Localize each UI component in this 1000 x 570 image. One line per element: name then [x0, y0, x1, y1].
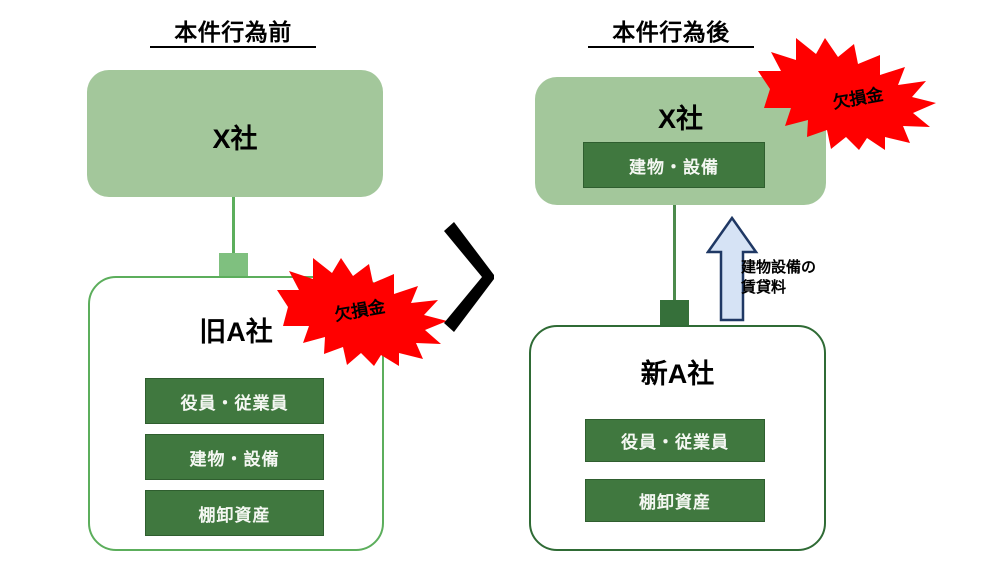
deficit-starburst-after: 欠損金	[758, 38, 936, 150]
starburst-shape-icon	[758, 38, 936, 150]
asset-bar-inventory-before: 棚卸資産	[145, 490, 324, 536]
connector-line-after	[673, 205, 676, 323]
parent-company-label-after: X社	[657, 104, 703, 134]
transition-chevron-icon	[440, 222, 498, 332]
rent-payment-label: 建物設備の 賃貸料	[741, 258, 816, 299]
deficit-starburst-before: 欠損金	[277, 258, 447, 366]
rent-label-line-1: 建物設備の	[741, 259, 817, 276]
section-title-before: 本件行為前	[150, 19, 316, 49]
asset-bar-employees-before: 役員・従業員	[145, 378, 324, 424]
asset-bar-employees-after: 役員・従業員	[585, 419, 765, 462]
child-company-label-before: 旧A社	[199, 317, 273, 347]
asset-bar-inventory-after: 棚卸資産	[585, 479, 765, 522]
parent-company-label-before: X社	[212, 124, 258, 154]
child-company-box-after: 新A社 役員・従業員 棚卸資産	[529, 325, 826, 551]
connector-cap-after	[660, 300, 689, 326]
connector-line-before	[232, 197, 235, 259]
parent-company-box-before: X社	[87, 70, 383, 197]
rent-payment-arrow-up-icon	[705, 215, 760, 322]
starburst-shape-icon	[277, 258, 447, 366]
rent-label-line-2: 賃貸料	[741, 279, 787, 297]
child-company-label-after: 新A社	[640, 359, 715, 389]
section-title-after: 本件行為後	[588, 19, 754, 49]
asset-bar-buildings-parent-after: 建物・設備	[583, 142, 765, 188]
asset-bar-buildings-before: 建物・設備	[145, 434, 324, 480]
connector-cap-before	[219, 253, 248, 278]
